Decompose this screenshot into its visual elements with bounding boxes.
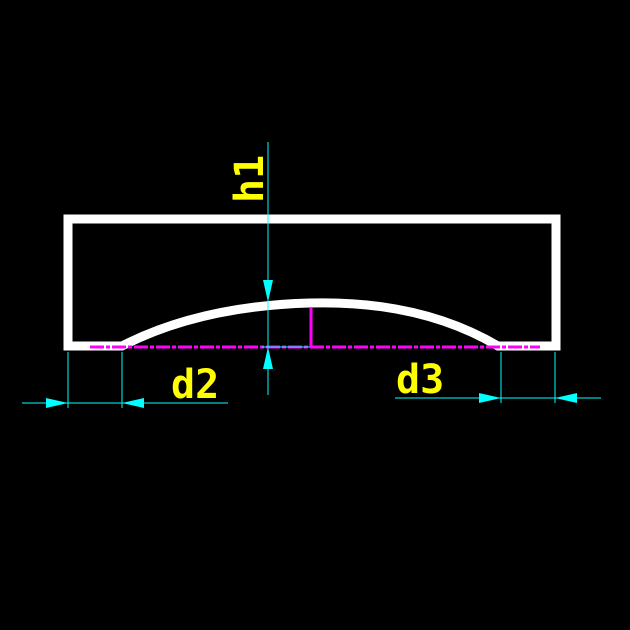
- d3-arrow-right: [555, 393, 577, 403]
- dimension-d2: d2: [22, 352, 228, 408]
- d2-arrow-right: [122, 398, 144, 408]
- part-outline-path: [63, 214, 561, 351]
- h1-label: h1: [227, 155, 273, 203]
- d3-label: d3: [396, 357, 444, 403]
- dimension-h1: h1: [227, 142, 310, 395]
- h1-arrow-bottom: [263, 347, 273, 369]
- part-outline: [63, 214, 561, 351]
- d2-label: d2: [171, 362, 219, 408]
- baseline: [90, 308, 540, 349]
- d2-arrow-left: [46, 398, 68, 408]
- d3-arrow-left: [479, 393, 501, 403]
- dimension-d3: d3: [395, 352, 601, 403]
- h1-arrow-top: [263, 280, 273, 302]
